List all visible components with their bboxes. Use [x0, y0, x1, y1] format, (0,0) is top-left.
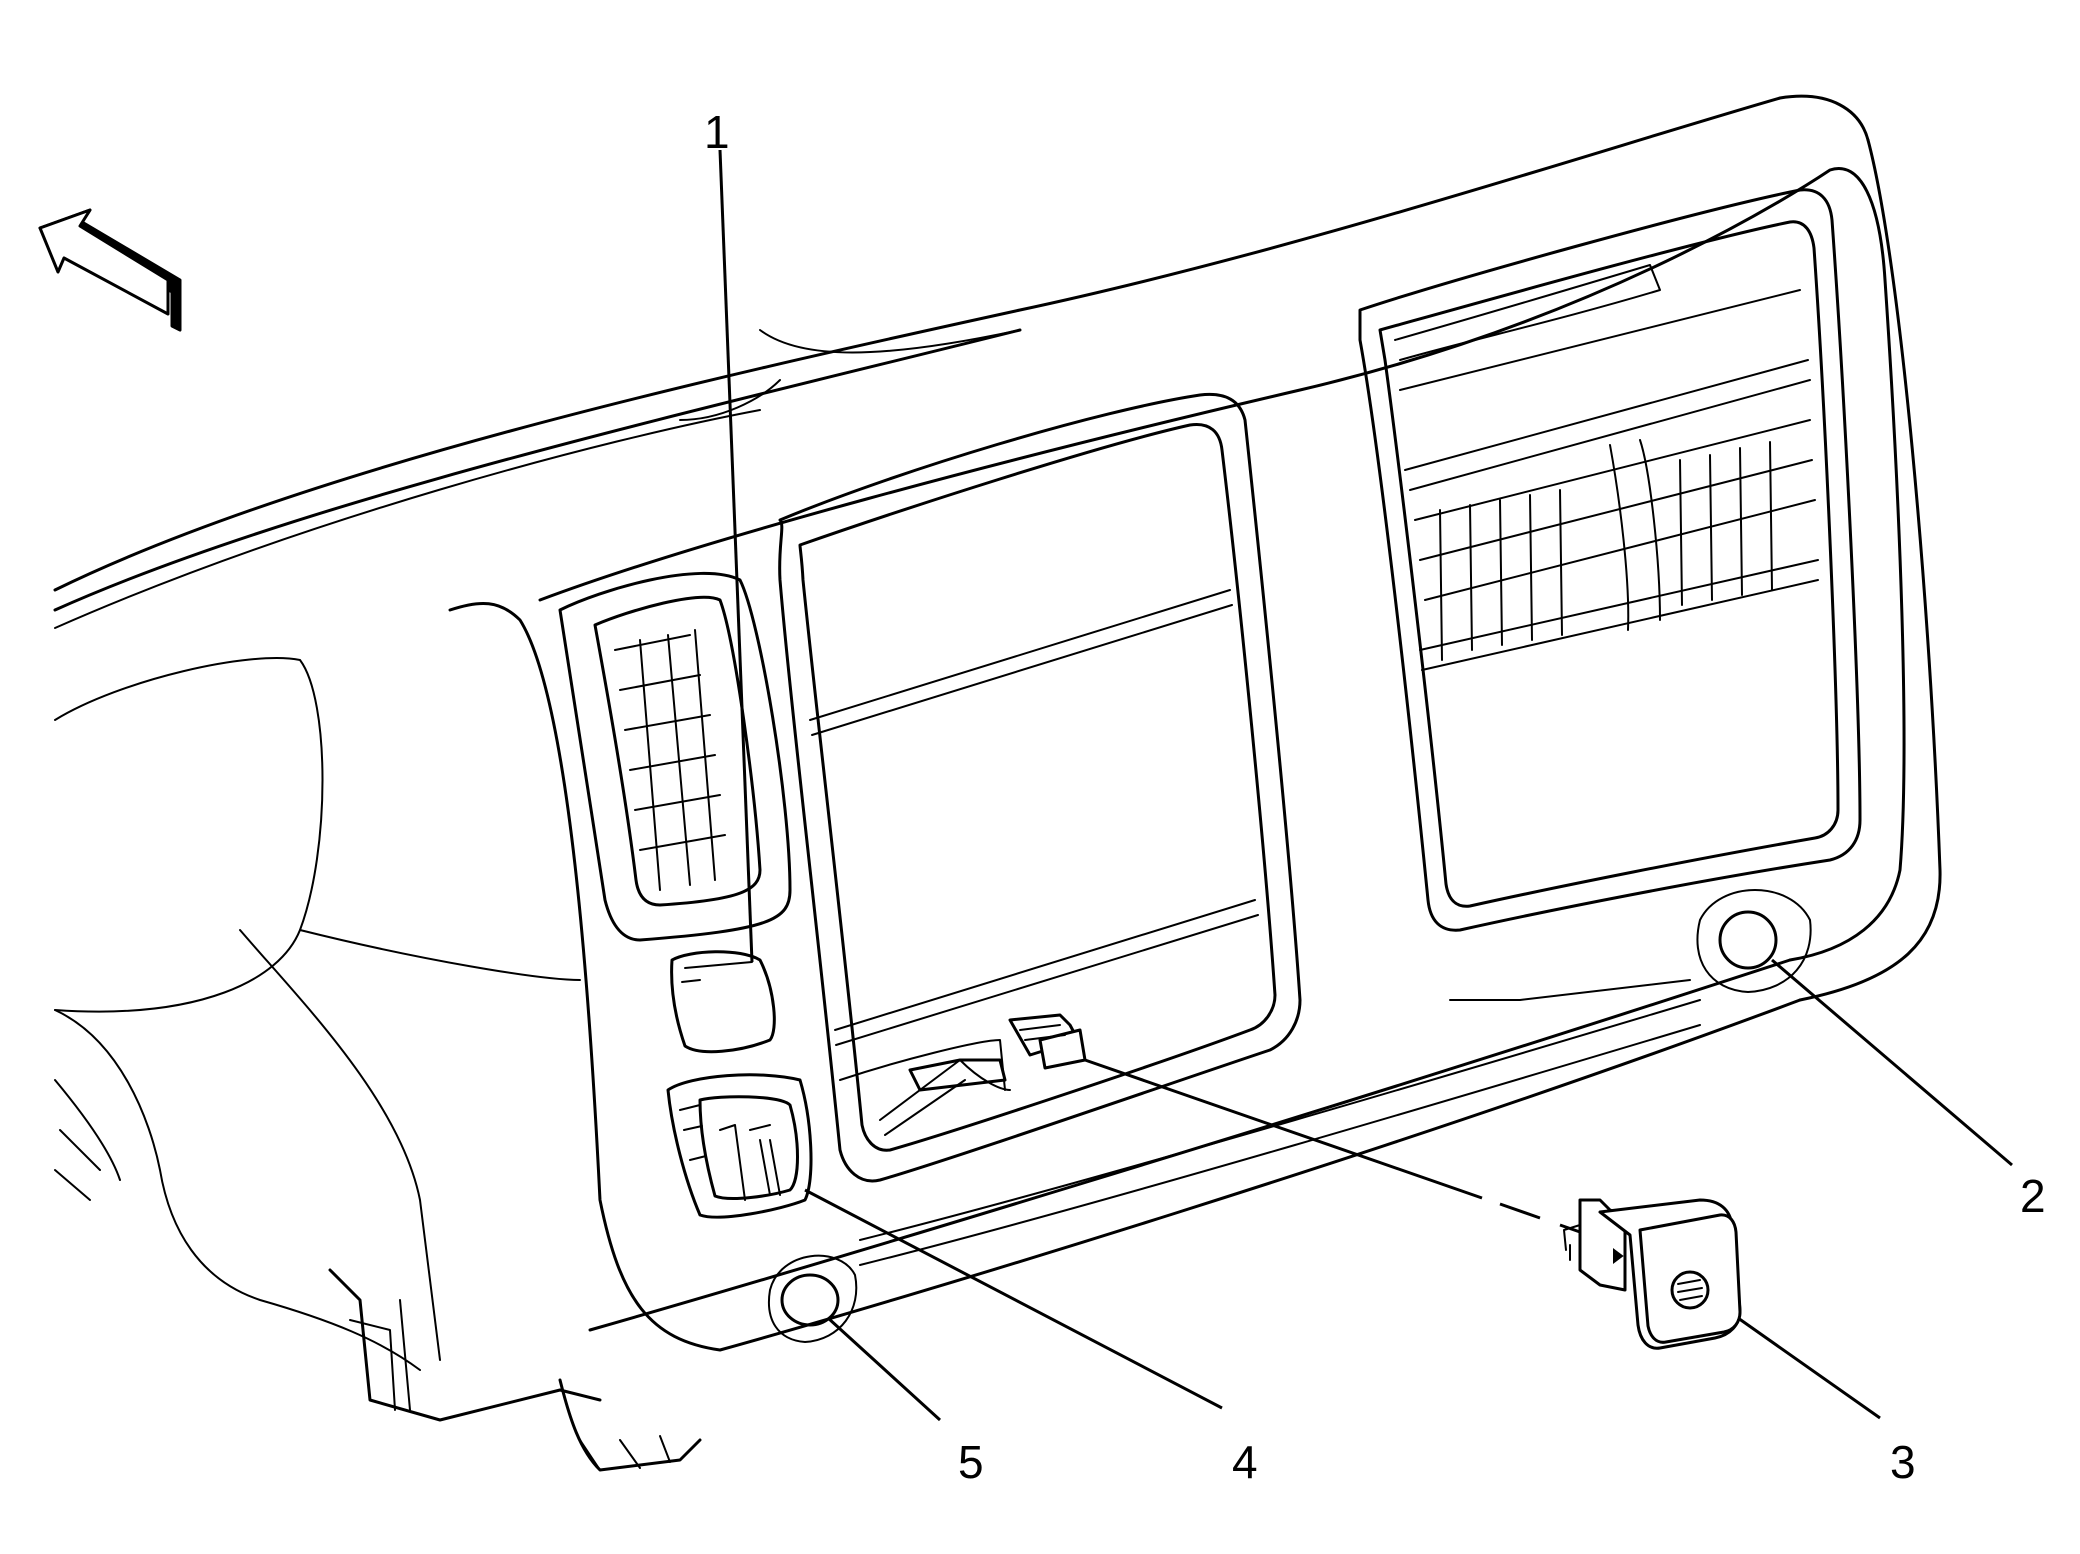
callout-leader-1 [718, 149, 754, 963]
removed-switch-3 [1563, 1198, 1742, 1350]
callout-leader-5 [826, 1316, 942, 1422]
callout-number-4: 4 [1232, 1436, 1258, 1488]
callout-leader-3 [1737, 1316, 1881, 1420]
callout-leader-2 [1771, 958, 2013, 1167]
center-bezel [448, 167, 1906, 1352]
headlamp-switch-4 [666, 1073, 813, 1219]
callout-number-2: 2 [2020, 1170, 2046, 1222]
lower-trim [859, 979, 1701, 1266]
callout-leader-4 [804, 1188, 1223, 1410]
callout-number-3: 3 [1890, 1436, 1916, 1488]
callout-number-1: 1 [704, 106, 730, 158]
front-direction-arrow-icon [38, 208, 182, 332]
left-air-vent [558, 571, 792, 942]
left-button-1 [670, 950, 776, 1054]
harness-connector [879, 1013, 1087, 1136]
left-fastener-hole-5 [768, 1254, 858, 1343]
radio-opening [778, 392, 1302, 1183]
callout-number-5: 5 [958, 1436, 984, 1488]
right-fastener-hole-2 [1696, 889, 1812, 993]
hvac-opening [1358, 188, 1862, 932]
left-cluster-area [54, 657, 702, 1472]
install-path-line [1084, 1058, 1483, 1200]
install-path-dash-1 [1499, 1202, 1541, 1220]
dashboard-top [53, 94, 1942, 1002]
install-path-dash-2 [1559, 1223, 1581, 1234]
